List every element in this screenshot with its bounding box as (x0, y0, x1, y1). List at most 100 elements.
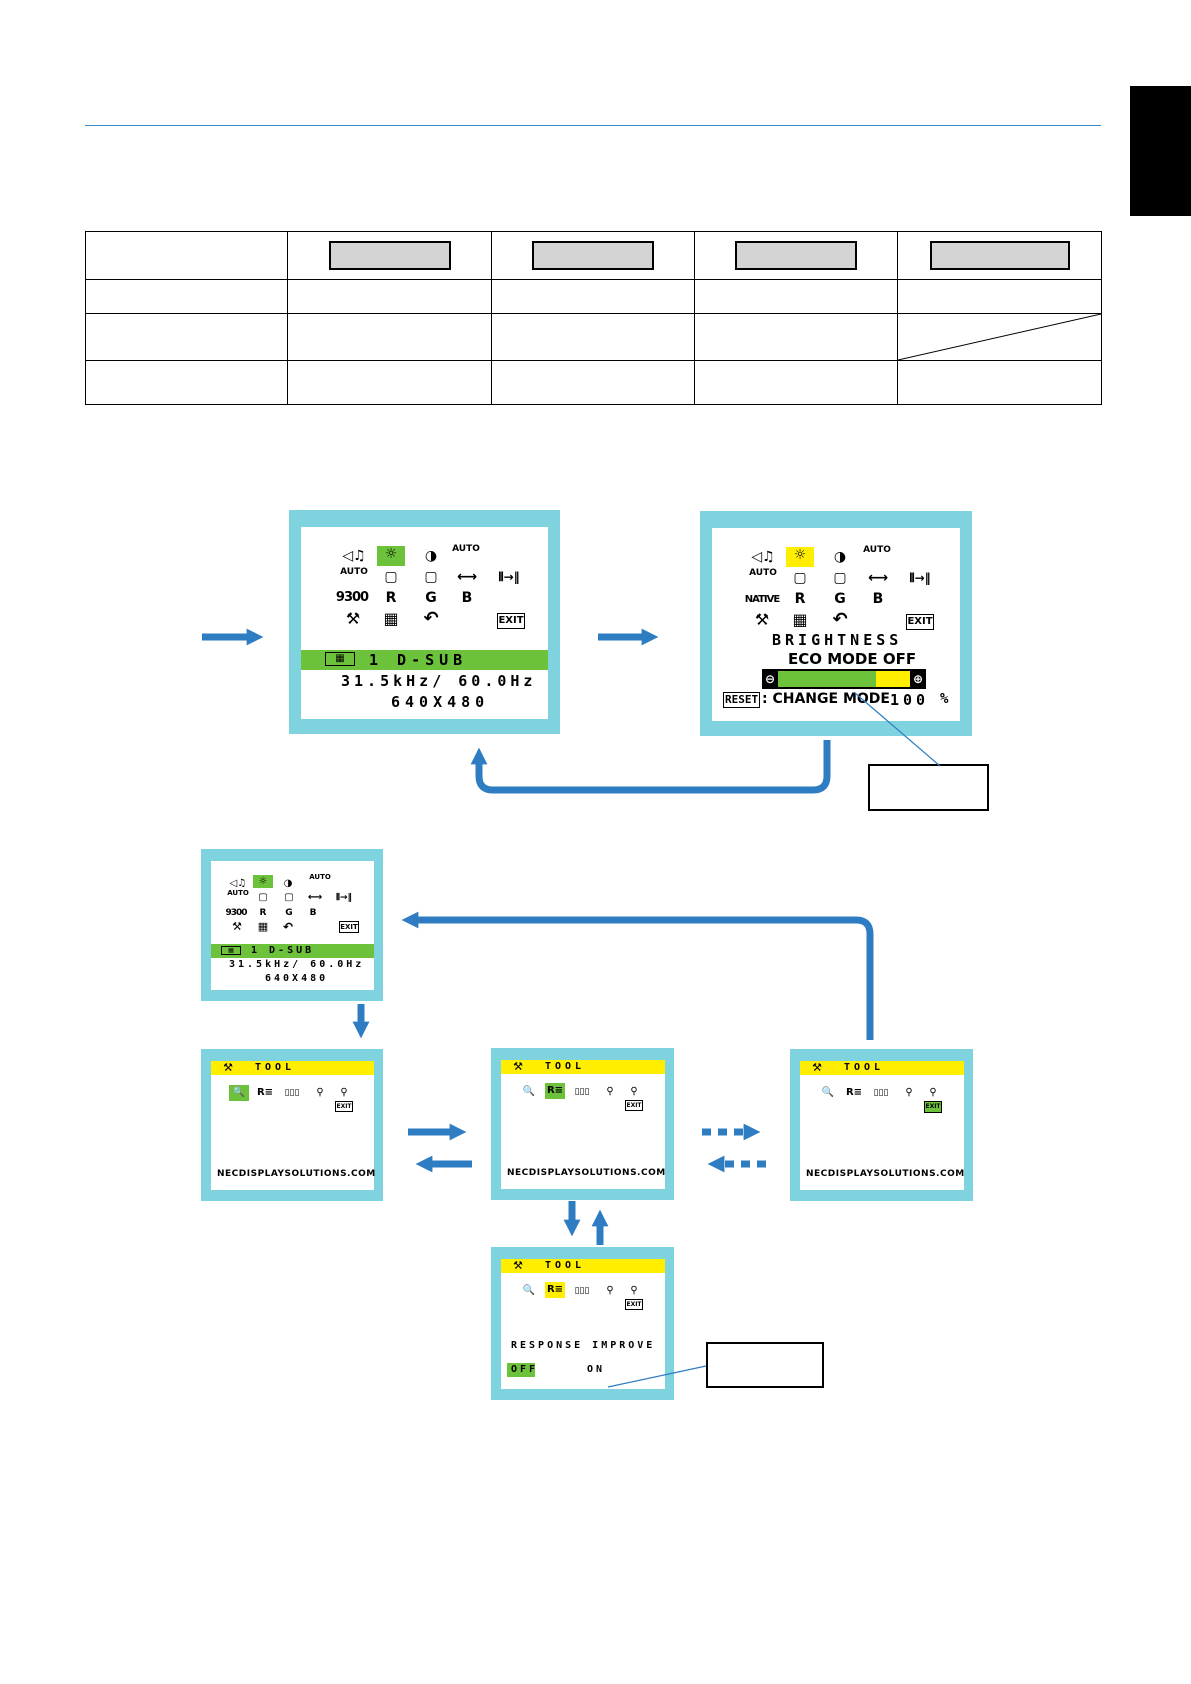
keyboard-icon: ▦ (792, 610, 808, 629)
color-temp-icon: 9300 (335, 590, 369, 605)
auto-adjust-icon: AUTO (227, 889, 249, 897)
arrow-return-icon (470, 740, 831, 794)
reset-icon: ↶ (282, 920, 294, 934)
table-cell (490, 359, 696, 406)
frequency-readout: 31.5kHz/ 60.0Hz (229, 959, 365, 970)
osd-main-menu-small: ◁♫ ☼ ◑ AUTO AUTO ▢ ▢ ⟷ ⦀→‖ 9300 R G B ⚒ … (201, 849, 383, 1001)
auto-contrast-icon: AUTO (863, 545, 891, 555)
contrast-icon: ◑ (833, 549, 847, 565)
color-native-icon: NATIVE (744, 594, 780, 605)
keyboard-icon: ▦ (257, 920, 269, 933)
tool-title: TOOL (545, 1061, 586, 1072)
callout-leader-line (854, 692, 941, 767)
tool-title-bar (501, 1060, 665, 1074)
lcd-icon: ▯▯▯ (284, 1088, 300, 1098)
url-label: NECDISPLAYSOLUTIONS.COM (806, 1169, 965, 1179)
input-label: 1 D-SUB (369, 651, 468, 669)
eco-icon-1: ⚲ (606, 1086, 614, 1097)
tool-icon: ⚒ (513, 1259, 523, 1272)
control-key-table (84, 230, 1102, 406)
table-cell (694, 230, 899, 281)
key-button-1 (328, 241, 451, 271)
green-icon: G (425, 590, 437, 606)
brightness-level-remainder (876, 671, 910, 687)
blue-icon: B (309, 908, 317, 918)
eco-icon-1: ⚲ (905, 1087, 913, 1098)
blue-icon: B (461, 590, 473, 606)
down-up-icon: ▢ (833, 570, 847, 586)
h-size-icon: ⟷ (867, 570, 889, 586)
fine-icon: ⦀→‖ (498, 570, 520, 584)
tool-title: TOOL (844, 1062, 885, 1073)
frequency-readout: 31.5kHz/ 60.0Hz (341, 672, 537, 690)
brightness-icon: ☼ (377, 546, 405, 566)
key-button-4 (929, 241, 1070, 271)
response-icon: R≡ (545, 1083, 565, 1099)
magnifier-icon: 🔍 (522, 1285, 536, 1296)
volume-icon: ◁♫ (342, 548, 366, 564)
table-cell (897, 230, 1102, 281)
key-button-3 (735, 241, 858, 271)
osd-screen: ◁♫ ☼ ◑ AUTO AUTO ▢ ▢ ⟷ ⦀→‖ NATIVE R G B … (712, 528, 960, 721)
tool-title: TOOL (545, 1260, 586, 1271)
auto-contrast-icon: AUTO (452, 544, 480, 554)
table-cell (287, 230, 492, 281)
brightness-value: 100 (890, 691, 930, 709)
eco-icon-1: ⚲ (606, 1285, 614, 1296)
off-option: OFF (511, 1364, 539, 1375)
brightness-label: BRIGHTNESS (772, 631, 903, 649)
eco-icon-2: ⚲ (340, 1087, 348, 1098)
contrast-icon: ◑ (424, 548, 438, 564)
exit-icon: EXIT (497, 613, 525, 629)
input-label: 1 D-SUB (251, 945, 315, 956)
magnifier-icon: 🔍 (522, 1086, 536, 1097)
red-icon: R (259, 908, 267, 918)
exit-icon: EXIT (924, 1101, 942, 1113)
url-label: NECDISPLAYSOLUTIONS.COM (507, 1168, 666, 1178)
response-icon: R≡ (545, 1282, 565, 1298)
callout-box-2 (706, 1342, 824, 1388)
response-icon: R≡ (845, 1087, 863, 1098)
callout-leader-line (607, 1365, 707, 1388)
lcd-icon: ▯▯▯ (574, 1286, 590, 1296)
table-cell (84, 359, 289, 406)
osd-response-improve: ⚒ TOOL 🔍 R≡ ▯▯▯ ⚲ ⚲ EXIT RESPONSE IMPROV… (491, 1247, 674, 1400)
lcd-icon: ▯▯▯ (574, 1087, 590, 1097)
brightness-icon: ☼ (786, 547, 814, 567)
exit-icon: EXIT (335, 1101, 353, 1112)
table-cell (694, 313, 899, 361)
table-cell (490, 313, 696, 361)
osd-tool-2: ⚒ TOOL 🔍 R≡ ▯▯▯ ⚲ ⚲ EXIT NECDISPLAYSOLUT… (491, 1048, 674, 1200)
exit-icon: EXIT (625, 1100, 643, 1111)
tool-title-bar (800, 1061, 964, 1075)
osd-screen: ⚒ TOOL 🔍 R≡ ▯▯▯ ⚲ ⚲ EXIT NECDISPLAYSOLUT… (501, 1060, 665, 1189)
left-right-icon: ▢ (258, 892, 268, 903)
plus-icon: ⊕ (912, 672, 924, 686)
table-cell (490, 230, 696, 281)
tool-title-bar (211, 1061, 374, 1075)
header-rule (85, 125, 1101, 126)
volume-icon: ◁♫ (751, 549, 775, 565)
input-highlight-bar (301, 650, 548, 670)
magnifier-icon: 🔍 (821, 1087, 835, 1098)
osd-screen: ◁♫ ☼ ◑ AUTO AUTO ▢ ▢ ⟷ ⦀→‖ 9300 R G B ⚒ … (211, 861, 374, 990)
table-cell (897, 359, 1102, 406)
tool-icon: ⚒ (812, 1061, 822, 1074)
response-improve-label: RESPONSE IMPROVE (511, 1340, 656, 1351)
off-highlight (507, 1363, 535, 1377)
resolution-readout: 640X480 (265, 973, 329, 984)
down-up-icon: ▢ (284, 892, 294, 903)
table-cell (287, 313, 492, 361)
keyboard-icon: ▦ (383, 609, 399, 628)
eco-icon-1: ⚲ (316, 1087, 324, 1098)
exit-icon: EXIT (339, 921, 359, 933)
tool-icon: ⚒ (232, 920, 242, 933)
osd-screen: ◁♫ ☼ ◑ AUTO AUTO ▢ ▢ ⟷ ⦀→‖ 9300 R G B ⚒ … (301, 527, 548, 719)
table-cell (84, 230, 289, 281)
h-size-icon: ⟷ (456, 569, 478, 585)
left-right-icon: ▢ (793, 570, 807, 586)
minus-icon: ⊖ (764, 672, 776, 686)
left-right-icon: ▢ (384, 569, 398, 585)
reset-icon: ↶ (423, 608, 439, 629)
